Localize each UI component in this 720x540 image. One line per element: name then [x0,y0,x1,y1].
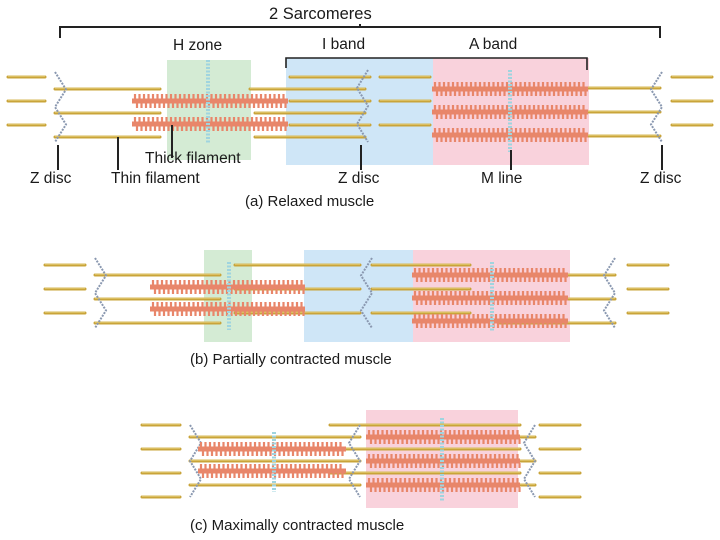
myosin-heads [367,430,521,444]
z-disc-middle-label: Z disc [338,170,380,187]
z-disc [522,424,537,498]
thin-filament-label: Thin filament [111,170,200,187]
a-band-bracket [433,57,588,70]
myosin-heads [413,291,567,305]
myosin-heads [151,280,305,294]
caption-maximally-contracted: (c) Maximally contracted muscle [190,517,405,534]
m-lines [206,60,512,502]
z-disc [53,71,68,143]
m-line-label: M line [481,170,523,187]
h-zone-label: H zone [173,37,223,54]
myosin-heads [413,314,567,328]
myosin-heads [133,117,287,131]
z-disc [188,424,203,498]
z-disc [602,257,617,329]
caption-partially-contracted: (b) Partially contracted muscle [190,351,392,368]
sarcomeres-label: 2 Sarcomeres [269,5,372,23]
z-disc [347,424,362,498]
bracket-and-leaders [57,24,663,170]
myosin-heads [433,128,587,142]
z-disc-right-label: Z disc [640,170,682,187]
z-disc [93,257,108,329]
a-band-label: A band [469,36,518,53]
thick-filament [412,272,568,278]
z-disc-left-label: Z disc [30,170,72,187]
myosin-heads [413,268,567,282]
i-band-label: I band [322,36,366,53]
z-discs [53,69,664,498]
myosin-heads [133,94,287,108]
myosin-heads [433,82,587,96]
thick-filament-label: Thick filament [145,150,241,167]
myosin-heads [199,442,344,456]
thick-filament [412,318,568,324]
myosin-heads [367,454,521,468]
caption-relaxed: (a) Relaxed muscle [245,193,375,210]
myosin-heads [199,464,344,478]
z-disc [355,69,370,143]
z-disc [649,71,664,143]
z-disc [359,257,374,329]
myosin-heads [151,302,305,316]
myosin-heads [433,105,587,119]
i-band-bracket [285,57,433,68]
thick-filament [132,98,288,104]
myosin-heads [367,478,521,492]
thick-filament [198,446,346,452]
